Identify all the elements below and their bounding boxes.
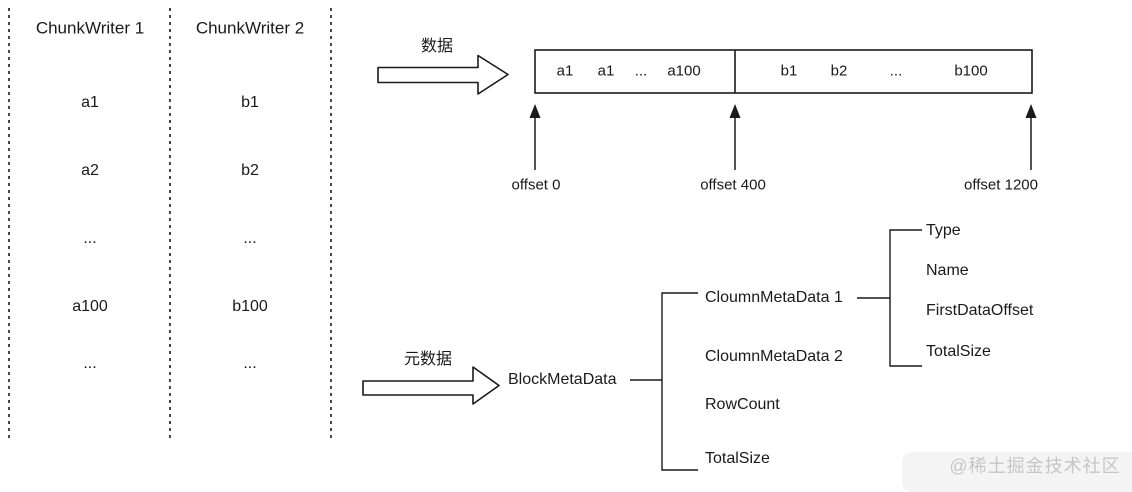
watermark-text: @稀土掘金技术社区 [949, 456, 1121, 476]
chunkwriter-1-title: ChunkWriter 1 [35, 18, 145, 38]
block-field-rowcount: RowCount [705, 396, 780, 413]
column-field-totalsize: TotalSize [926, 343, 991, 360]
chunkwriter-2-title: ChunkWriter 2 [195, 18, 305, 38]
metadata-flow-arrow [362, 366, 500, 405]
block-field-columnmetadata-1: CloumnMetaData 1 [705, 289, 843, 306]
blockmetadata-label: BlockMetaData [508, 371, 617, 388]
data-cell-b-item: b2 [830, 62, 848, 80]
chunkwriter-1-value: a1 [81, 94, 99, 111]
data-cell-b-item: b100 [954, 62, 988, 80]
offset-0-label: offset 0 [511, 176, 561, 194]
chunkwriter-2-value: ... [243, 230, 257, 247]
data-flow-arrow-label: 数据 [420, 38, 454, 55]
chunkwriter-1-value: ... [83, 355, 97, 372]
block-field-columnmetadata-2: CloumnMetaData 2 [705, 348, 843, 365]
chunkwriter-1-value: a2 [81, 162, 99, 179]
offset-1200-arrowhead [1025, 104, 1037, 118]
data-block-outline [534, 49, 1033, 94]
offset-0-arrowhead [529, 104, 541, 118]
data-cell-a-item: ... [634, 62, 648, 80]
data-cell-b-item: ... [889, 62, 903, 80]
data-flow-arrow [377, 54, 509, 95]
chunkwriter-1-value: ... [83, 230, 97, 247]
column-field-firstdataoffset: FirstDataOffset [926, 302, 1034, 319]
metadata-flow-arrow-label: 元数据 [403, 351, 453, 368]
column-field-name: Name [926, 262, 969, 279]
chunkwriter-2-value: b2 [241, 162, 259, 179]
watermark-band [902, 452, 1132, 492]
data-cell-b-item: b1 [780, 62, 798, 80]
column-field-type: Type [926, 222, 961, 239]
column-fields-bracket [889, 229, 922, 367]
data-cell-a-item: a1 [597, 62, 615, 80]
chunkwriter-2-value: b1 [241, 94, 259, 111]
data-cell-a-item: a100 [667, 62, 701, 80]
data-cell-a-item: a1 [556, 62, 574, 80]
offset-1200-label: offset 1200 [964, 176, 1038, 194]
chunkwriter-1-value: a100 [72, 298, 108, 315]
block-fields-bracket [661, 292, 698, 471]
chunkwriter-2-value: b100 [232, 298, 268, 315]
block-field-totalsize: TotalSize [705, 450, 770, 467]
offset-400-label: offset 400 [700, 176, 766, 194]
offset-400-arrowhead [729, 104, 741, 118]
chunkwriter-2-value: ... [243, 355, 257, 372]
